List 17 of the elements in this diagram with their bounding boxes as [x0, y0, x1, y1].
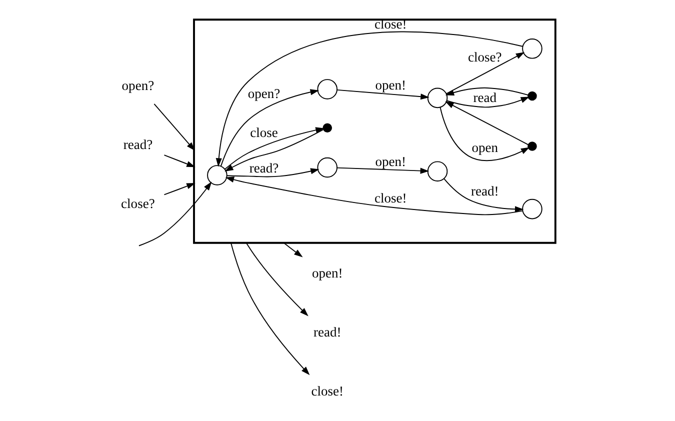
edge-label: close [250, 124, 278, 140]
node-text: close? [121, 196, 155, 211]
edge-label: close! [374, 190, 407, 206]
edge-label: read [473, 90, 496, 105]
node-text: open? [122, 78, 154, 93]
edge-label: close? [468, 49, 502, 64]
node-text: open! [312, 265, 343, 280]
edge-label: open! [375, 77, 406, 92]
edge-label: close! [374, 16, 407, 32]
edge-label: open [472, 140, 498, 156]
edge-label: open! [375, 154, 406, 169]
node-text: close! [311, 383, 344, 398]
node-text: read? [123, 136, 153, 152]
edge-label: read! [470, 184, 499, 199]
edge-label: open? [248, 86, 280, 102]
node-text: read! [313, 324, 342, 340]
edge-label: read? [249, 160, 279, 176]
